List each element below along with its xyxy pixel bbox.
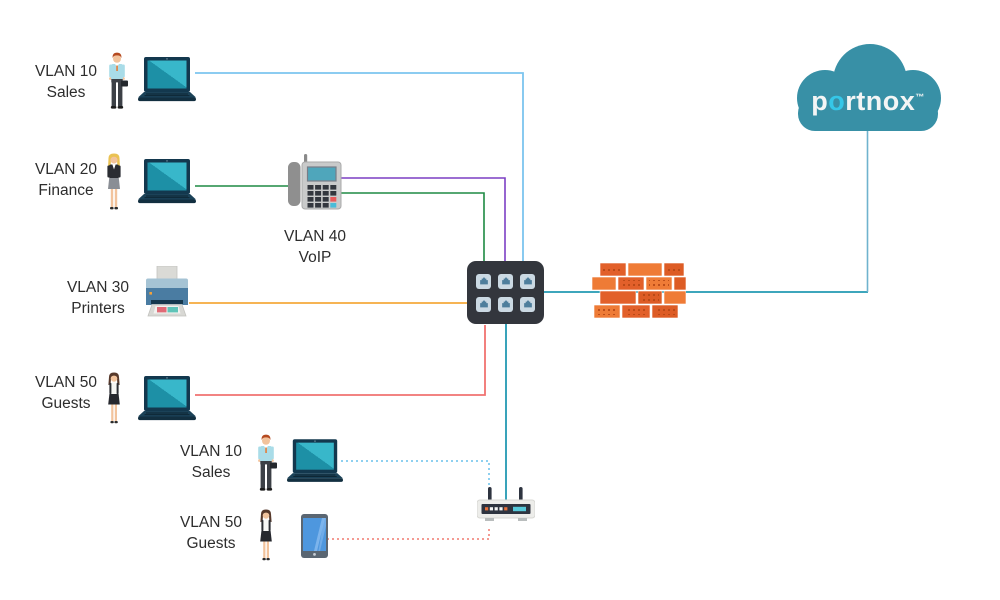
label-vlan10-wireless: VLAN 10 Sales [156,441,266,483]
label-line: Finance [38,182,94,199]
label-line: Printers [71,300,125,317]
link-wifi-sales [341,460,490,488]
label-line: VLAN 30 [66,279,130,296]
logo-part: p [811,86,829,116]
firewall-icon [592,263,686,319]
network-switch [467,261,544,324]
label-vlan30-printers: VLAN 30 Printers [43,277,153,319]
label-line: VLAN 50 [34,374,98,391]
printer-icon [146,266,188,317]
label-line: Sales [191,464,231,481]
laptop-wireless-sales-icon [287,439,343,482]
person-guest-woman-icon [108,372,120,424]
switch-port-icon [476,296,491,312]
label-line: Guests [41,395,91,412]
laptop-guest-icon [138,376,196,421]
portnox-logo-text: portnox™ [778,86,958,117]
cloud-icon [797,44,941,131]
trademark-symbol: ™ [915,92,925,102]
label-line: VLAN 20 [34,161,98,178]
label-line: Sales [46,84,86,101]
label-line: VLAN 40 [283,228,347,245]
logo-part: rtnox [845,86,916,116]
portnox-cloud: portnox™ [778,38,958,135]
person-salesman-wireless-icon [258,434,277,491]
person-finance-woman-icon [107,153,121,210]
label-vlan40-voip: VLAN 40 VoIP [260,226,370,268]
person-salesman-icon [109,52,128,109]
label-vlan50-wired: VLAN 50 Guests [11,372,121,414]
link-vlan20-finance-to-switch [338,192,485,262]
voip-phone-icon [288,154,342,210]
switch-port-icon [520,273,535,289]
link-wifi-guests [327,526,490,540]
label-line: VLAN 50 [179,514,243,531]
label-vlan50-wireless: VLAN 50 Guests [156,512,266,554]
tablet-icon [301,514,328,558]
laptop-sales-icon [138,57,196,102]
switch-port-icon [520,296,535,312]
link-vlan10-sales [195,72,524,262]
switch-port-icon [498,296,513,312]
link-vlan50-guests [195,325,486,396]
label-vlan20-finance: VLAN 20 Finance [11,159,121,201]
logo-accent-o: o [828,86,846,116]
label-line: VLAN 10 [179,443,243,460]
switch-port-icon [498,273,513,289]
switch-port-icon [476,273,491,289]
label-vlan10-wired: VLAN 10 Sales [11,61,121,103]
label-line: Guests [186,535,236,552]
label-line: VLAN 10 [34,63,98,80]
label-line: VoIP [298,249,332,266]
laptop-finance-icon [138,159,196,204]
link-vlan40-voip [338,177,506,262]
person-guest-woman-wireless-icon [260,509,272,561]
wireless-router-icon [477,487,535,521]
